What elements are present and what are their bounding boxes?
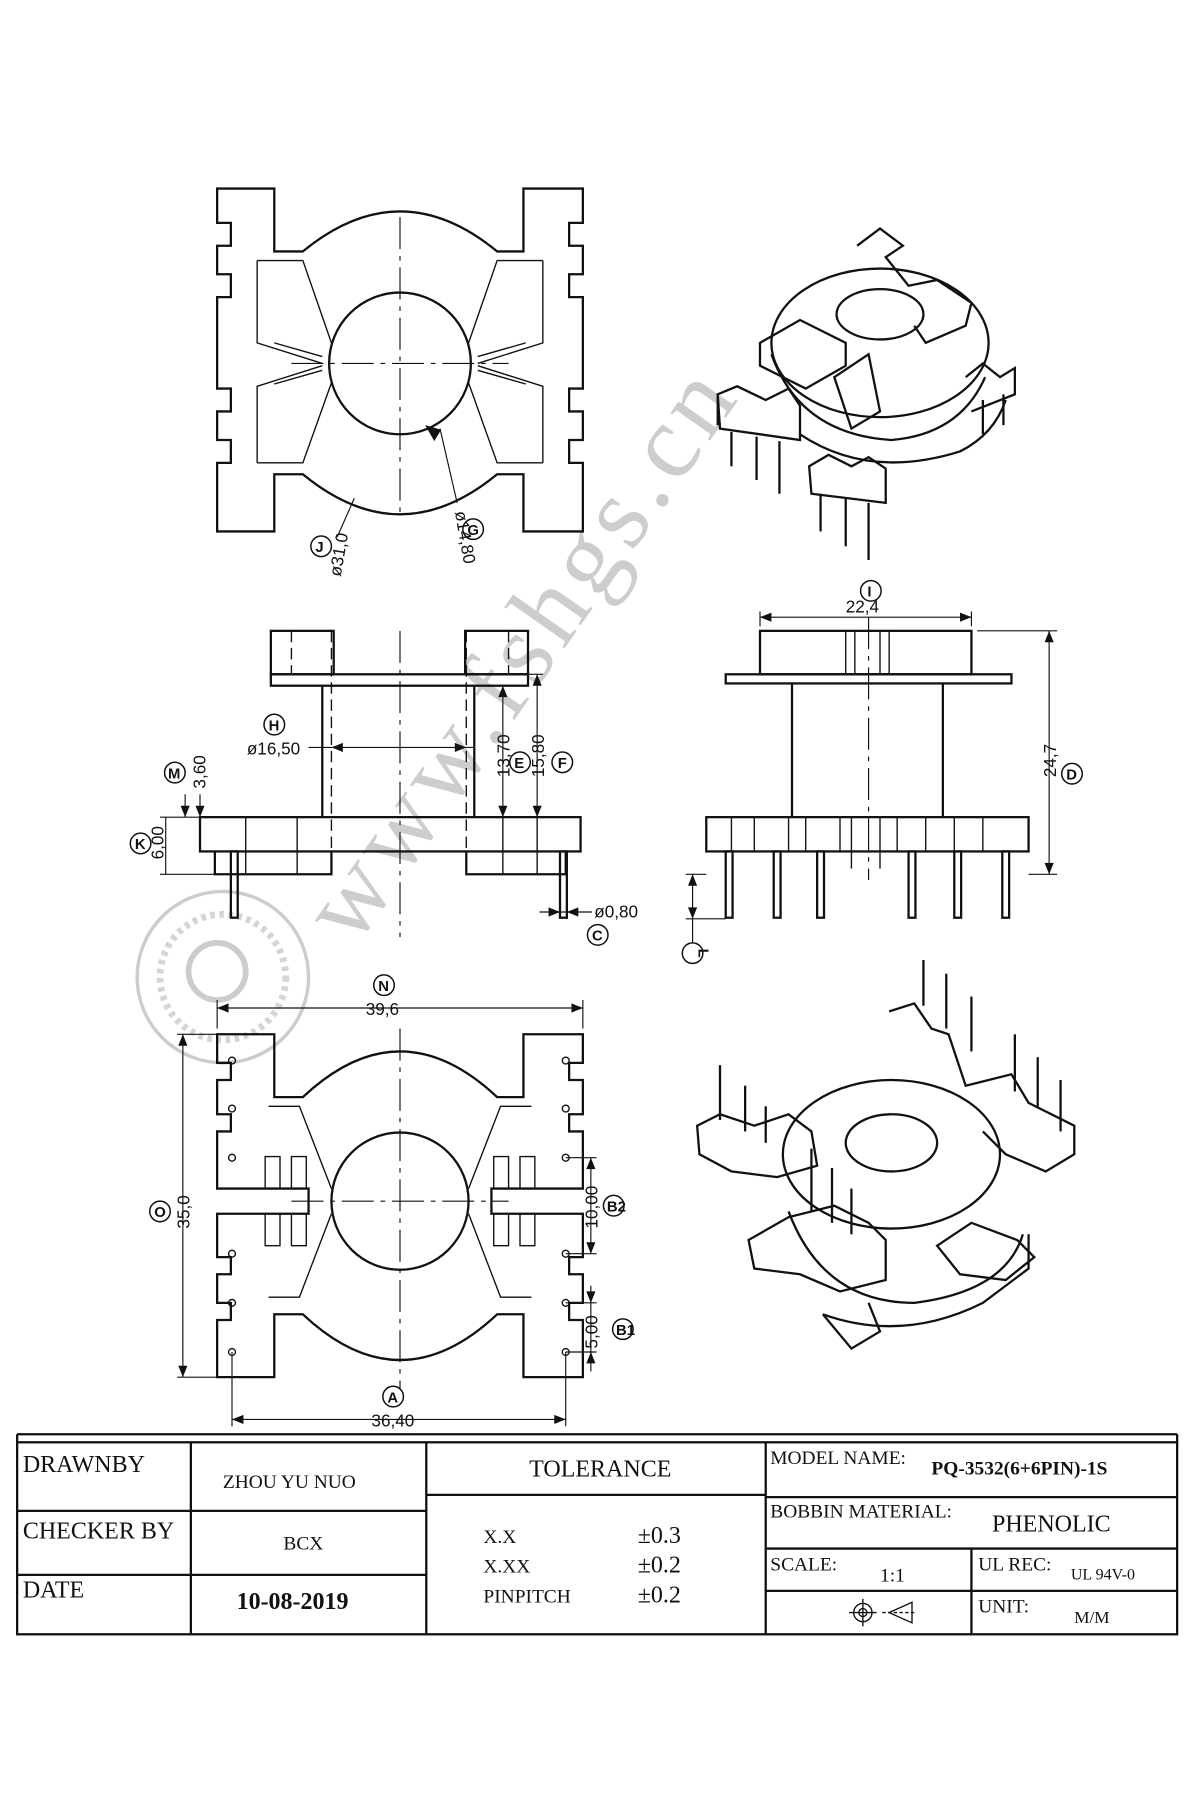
checker-value: BCX [283, 1534, 323, 1555]
material-value: PHENOLIC [992, 1511, 1111, 1537]
unit-label: UNIT: [978, 1597, 1029, 1618]
dim-label-B1: B1 [616, 1323, 635, 1339]
model-name-label: MODEL NAME: [770, 1448, 906, 1469]
unit-value: M/M [1074, 1608, 1109, 1627]
dim-value-H: ø16,50 [247, 738, 300, 758]
ul-rec-value: UL 94V-0 [1071, 1566, 1135, 1583]
checker-label: CHECKER BY [23, 1518, 174, 1544]
dim-label-L: L [694, 949, 710, 958]
tolerance-name-xxx: X.XX [483, 1557, 530, 1578]
isometric-view-bottom [695, 960, 1076, 1351]
tolerance-name-xx: X.X [483, 1527, 516, 1548]
dim-value-K: 6,00 [147, 826, 167, 859]
dim-value-B1: 5,00 [582, 1315, 602, 1348]
dim-label-G: G [467, 523, 479, 539]
dim-value-O: 35,0 [174, 1195, 194, 1228]
model-name-value: PQ-3532(6+6PIN)-1S [931, 1458, 1107, 1479]
tolerance-header: TOLERANCE [529, 1457, 671, 1483]
dim-label-I: I [867, 585, 871, 601]
dim-value-M: 3,60 [190, 755, 210, 788]
date-value: 10-08-2019 [237, 1589, 349, 1615]
dim-label-E: E [514, 756, 524, 772]
front-view: H ø16,50 13,70 E 15,80 F 3,60 M 6,00 K ø… [129, 629, 638, 946]
dim-label-O: O [154, 1205, 166, 1221]
dim-label-N: N [378, 979, 389, 995]
drawn-by-label: DRAWNBY [23, 1452, 145, 1478]
title-block: DRAWNBY ZHOU YU NUO CHECKER BY BCX DATE … [16, 1433, 1179, 1636]
dim-value-C: ø0,80 [594, 902, 638, 922]
tolerance-value-pinpitch: ±0.2 [638, 1582, 681, 1608]
dim-label-A: A [387, 1390, 398, 1406]
dim-value-B2: 10,00 [582, 1186, 602, 1229]
tolerance-name-pinpitch: PINPITCH [483, 1586, 570, 1607]
dim-value-F: 15,80 [528, 734, 548, 777]
dim-value-E: 13,70 [494, 734, 514, 777]
dim-label-K: K [135, 837, 146, 853]
dim-label-F: F [558, 756, 567, 772]
dim-value-N: 39,6 [366, 999, 399, 1019]
tolerance-value-xxx: ±0.2 [638, 1553, 681, 1579]
date-label: DATE [23, 1578, 84, 1604]
drawn-by-value: ZHOU YU NUO [223, 1472, 356, 1493]
scale-value: 1:1 [880, 1566, 905, 1587]
dim-value-D: 24,7 [1040, 744, 1060, 777]
dim-label-D: D [1066, 767, 1077, 783]
dim-value-A: 36,40 [371, 1410, 414, 1430]
top-view: J ø31,0 G ø14,80 [216, 187, 584, 578]
dim-label-H: H [269, 718, 280, 734]
first-angle-projection-icon [849, 1598, 917, 1627]
scale-label: SCALE: [770, 1554, 837, 1575]
material-label: BOBBIN MATERIAL: [770, 1502, 952, 1523]
dim-label-C: C [592, 929, 603, 945]
dim-label-B2: B2 [607, 1199, 626, 1215]
bottom-view: 39,6 N 35,0 O 10,00 B2 5,00 B1 36,40 A [148, 974, 635, 1430]
side-view: 22,4 I 24,7 D L [681, 579, 1084, 965]
isometric-view-top [716, 227, 1016, 560]
ul-rec-label: UL REC: [978, 1554, 1051, 1575]
tolerance-value-xx: ±0.3 [638, 1523, 681, 1549]
dim-label-J: J [315, 540, 323, 556]
dim-label-M: M [168, 766, 180, 782]
